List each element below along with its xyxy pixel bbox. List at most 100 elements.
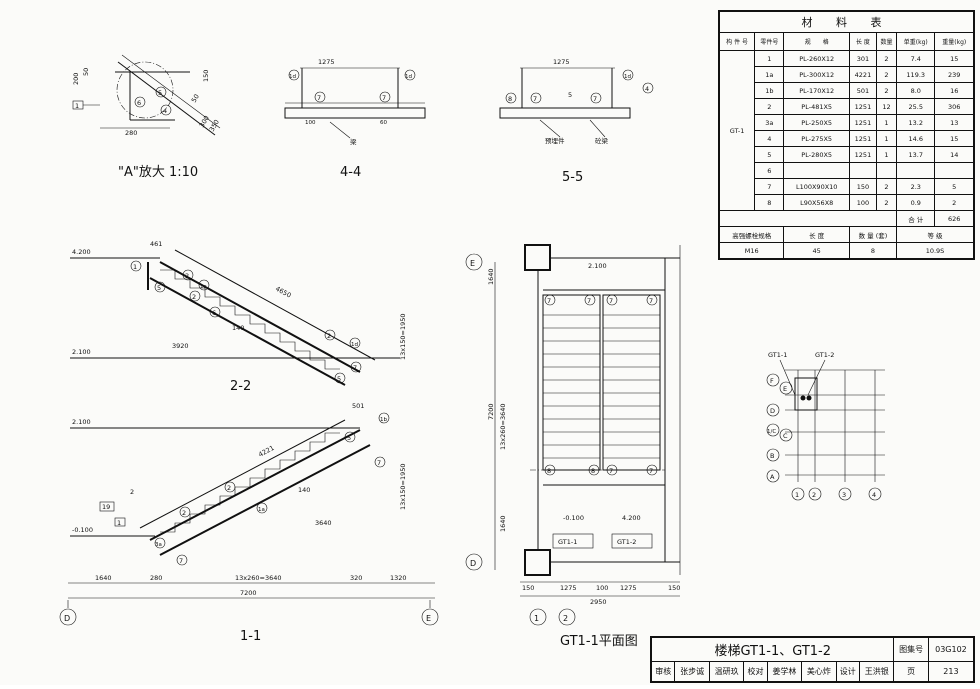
detail-a: 6 5 4 1 280 200 50 150 50 300 350 "A"放大 … bbox=[72, 54, 221, 180]
svg-text:7200: 7200 bbox=[240, 589, 257, 597]
svg-text:1275: 1275 bbox=[620, 584, 637, 592]
material-cell bbox=[895, 162, 936, 179]
svg-text:2.100: 2.100 bbox=[72, 418, 91, 426]
section-44-title: 4-4 bbox=[340, 165, 361, 180]
svg-text:1: 1 bbox=[117, 519, 121, 527]
section-2-2: 4.200 2.100 4650 461 140 3920 13x150=195… bbox=[70, 240, 407, 394]
svg-text:2: 2 bbox=[130, 488, 134, 496]
svg-text:19: 19 bbox=[102, 503, 110, 511]
material-cell: 2 bbox=[875, 194, 898, 211]
svg-text:200: 200 bbox=[72, 73, 80, 85]
svg-text:A: A bbox=[770, 473, 775, 481]
svg-text:1d: 1d bbox=[289, 74, 296, 80]
material-cell: 16 bbox=[934, 82, 974, 99]
svg-text:D: D bbox=[770, 407, 775, 415]
check-label: 校对 bbox=[743, 661, 768, 682]
svg-text:4: 4 bbox=[872, 491, 876, 499]
svg-text:B: B bbox=[770, 452, 774, 460]
svg-text:320: 320 bbox=[350, 574, 362, 582]
svg-text:7: 7 bbox=[533, 95, 537, 103]
material-cell: 13 bbox=[934, 114, 974, 131]
svg-text:1640: 1640 bbox=[499, 515, 507, 532]
svg-text:1640: 1640 bbox=[95, 574, 112, 582]
svg-text:1275: 1275 bbox=[553, 58, 570, 66]
svg-text:2.100: 2.100 bbox=[588, 262, 607, 270]
svg-text:预埋件: 预埋件 bbox=[545, 136, 565, 145]
material-cell: 1 bbox=[875, 146, 898, 163]
material-cell: 13.7 bbox=[895, 146, 936, 163]
material-cell: 2.3 bbox=[895, 178, 936, 195]
svg-text:3: 3 bbox=[842, 491, 846, 499]
material-cell: L100X90X10 bbox=[783, 178, 850, 195]
material-cell: 0.9 bbox=[895, 194, 936, 211]
reviewer-name: 张步诚 bbox=[674, 661, 710, 682]
detail-a-title: "A"放大 1:10 bbox=[118, 165, 198, 180]
svg-text:1275: 1275 bbox=[560, 584, 577, 592]
design-label: 设计 bbox=[835, 661, 861, 682]
total-value: 626 bbox=[934, 210, 974, 227]
material-cell: PL-260X12 bbox=[783, 50, 850, 67]
material-cell: 2 bbox=[875, 66, 898, 83]
material-cell: 119.3 bbox=[895, 66, 936, 83]
material-table-title: 材 料 表 bbox=[719, 11, 974, 33]
bolt-header-qty: 数 量 (套) bbox=[848, 226, 898, 243]
plan-gt11-label: GT1-1 bbox=[558, 538, 577, 546]
svg-text:梁: 梁 bbox=[350, 137, 357, 146]
atlas-number: 03G102 bbox=[927, 637, 975, 662]
material-table: 材 料 表 构 件 号 零件号 规 格 长 度 数量 单重(kg) 重量(kg)… bbox=[718, 10, 975, 260]
svg-text:2: 2 bbox=[327, 332, 331, 340]
col-weight: 重量(kg) bbox=[934, 32, 974, 51]
material-cell: L90X56X8 bbox=[783, 194, 850, 211]
svg-text:150: 150 bbox=[668, 584, 680, 592]
material-cell: 2 bbox=[875, 50, 898, 67]
material-cell: 2 bbox=[875, 82, 898, 99]
svg-text:4650: 4650 bbox=[274, 285, 292, 300]
material-cell: 4 bbox=[754, 130, 785, 147]
material-cell: 1251 bbox=[848, 114, 877, 131]
svg-text:50: 50 bbox=[190, 93, 201, 104]
svg-text:C: C bbox=[783, 432, 788, 440]
material-cell: 14 bbox=[934, 146, 974, 163]
svg-text:2: 2 bbox=[182, 509, 186, 517]
review-label: 审核 bbox=[650, 661, 676, 682]
section-1-1: 2.100 -0.100 4221 501 140 3640 13x150=19… bbox=[59, 402, 439, 644]
svg-text:13x260=3640: 13x260=3640 bbox=[499, 403, 507, 450]
material-cell: 1 bbox=[875, 114, 898, 131]
svg-text:2: 2 bbox=[192, 293, 196, 301]
material-cell: 150 bbox=[848, 178, 877, 195]
material-cell: 13.2 bbox=[895, 114, 936, 131]
material-cell: 2 bbox=[875, 178, 898, 195]
svg-text:1: 1 bbox=[795, 491, 799, 499]
bolt-header-length: 长 度 bbox=[783, 226, 850, 243]
material-cell: 5 bbox=[754, 146, 785, 163]
material-cell: 3a bbox=[754, 114, 785, 131]
svg-text:7: 7 bbox=[547, 297, 551, 305]
svg-text:8: 8 bbox=[547, 467, 551, 475]
svg-text:3640: 3640 bbox=[315, 519, 332, 527]
page-number: 213 bbox=[927, 661, 975, 682]
svg-text:7: 7 bbox=[382, 94, 386, 102]
svg-text:GT1-1: GT1-1 bbox=[768, 351, 787, 359]
material-cell: PL-481X5 bbox=[783, 98, 850, 115]
drawing-title: 楼梯GT1-1、GT1-2 bbox=[650, 637, 895, 662]
col-qty: 数量 bbox=[875, 32, 898, 51]
material-cell: 4221 bbox=[848, 66, 877, 83]
svg-text:7: 7 bbox=[649, 467, 653, 475]
svg-text:6: 6 bbox=[212, 309, 216, 317]
svg-text:7: 7 bbox=[353, 364, 357, 372]
material-cell: 25.5 bbox=[895, 98, 936, 115]
material-cell bbox=[875, 162, 898, 179]
svg-text:5: 5 bbox=[157, 284, 161, 292]
svg-text:13x260=3640: 13x260=3640 bbox=[235, 574, 282, 582]
svg-text:8: 8 bbox=[508, 95, 512, 103]
section-4-4: 1275 1d 7 7 1d 100 60 梁 4-4 bbox=[284, 58, 426, 180]
svg-text:8: 8 bbox=[591, 467, 595, 475]
col-length: 长 度 bbox=[848, 32, 877, 51]
svg-text:GT1-2: GT1-2 bbox=[815, 351, 834, 359]
svg-text:1b: 1b bbox=[380, 417, 387, 423]
material-cell: 1251 bbox=[848, 130, 877, 147]
svg-text:1/C: 1/C bbox=[767, 429, 776, 435]
material-cell: 1b bbox=[754, 82, 785, 99]
